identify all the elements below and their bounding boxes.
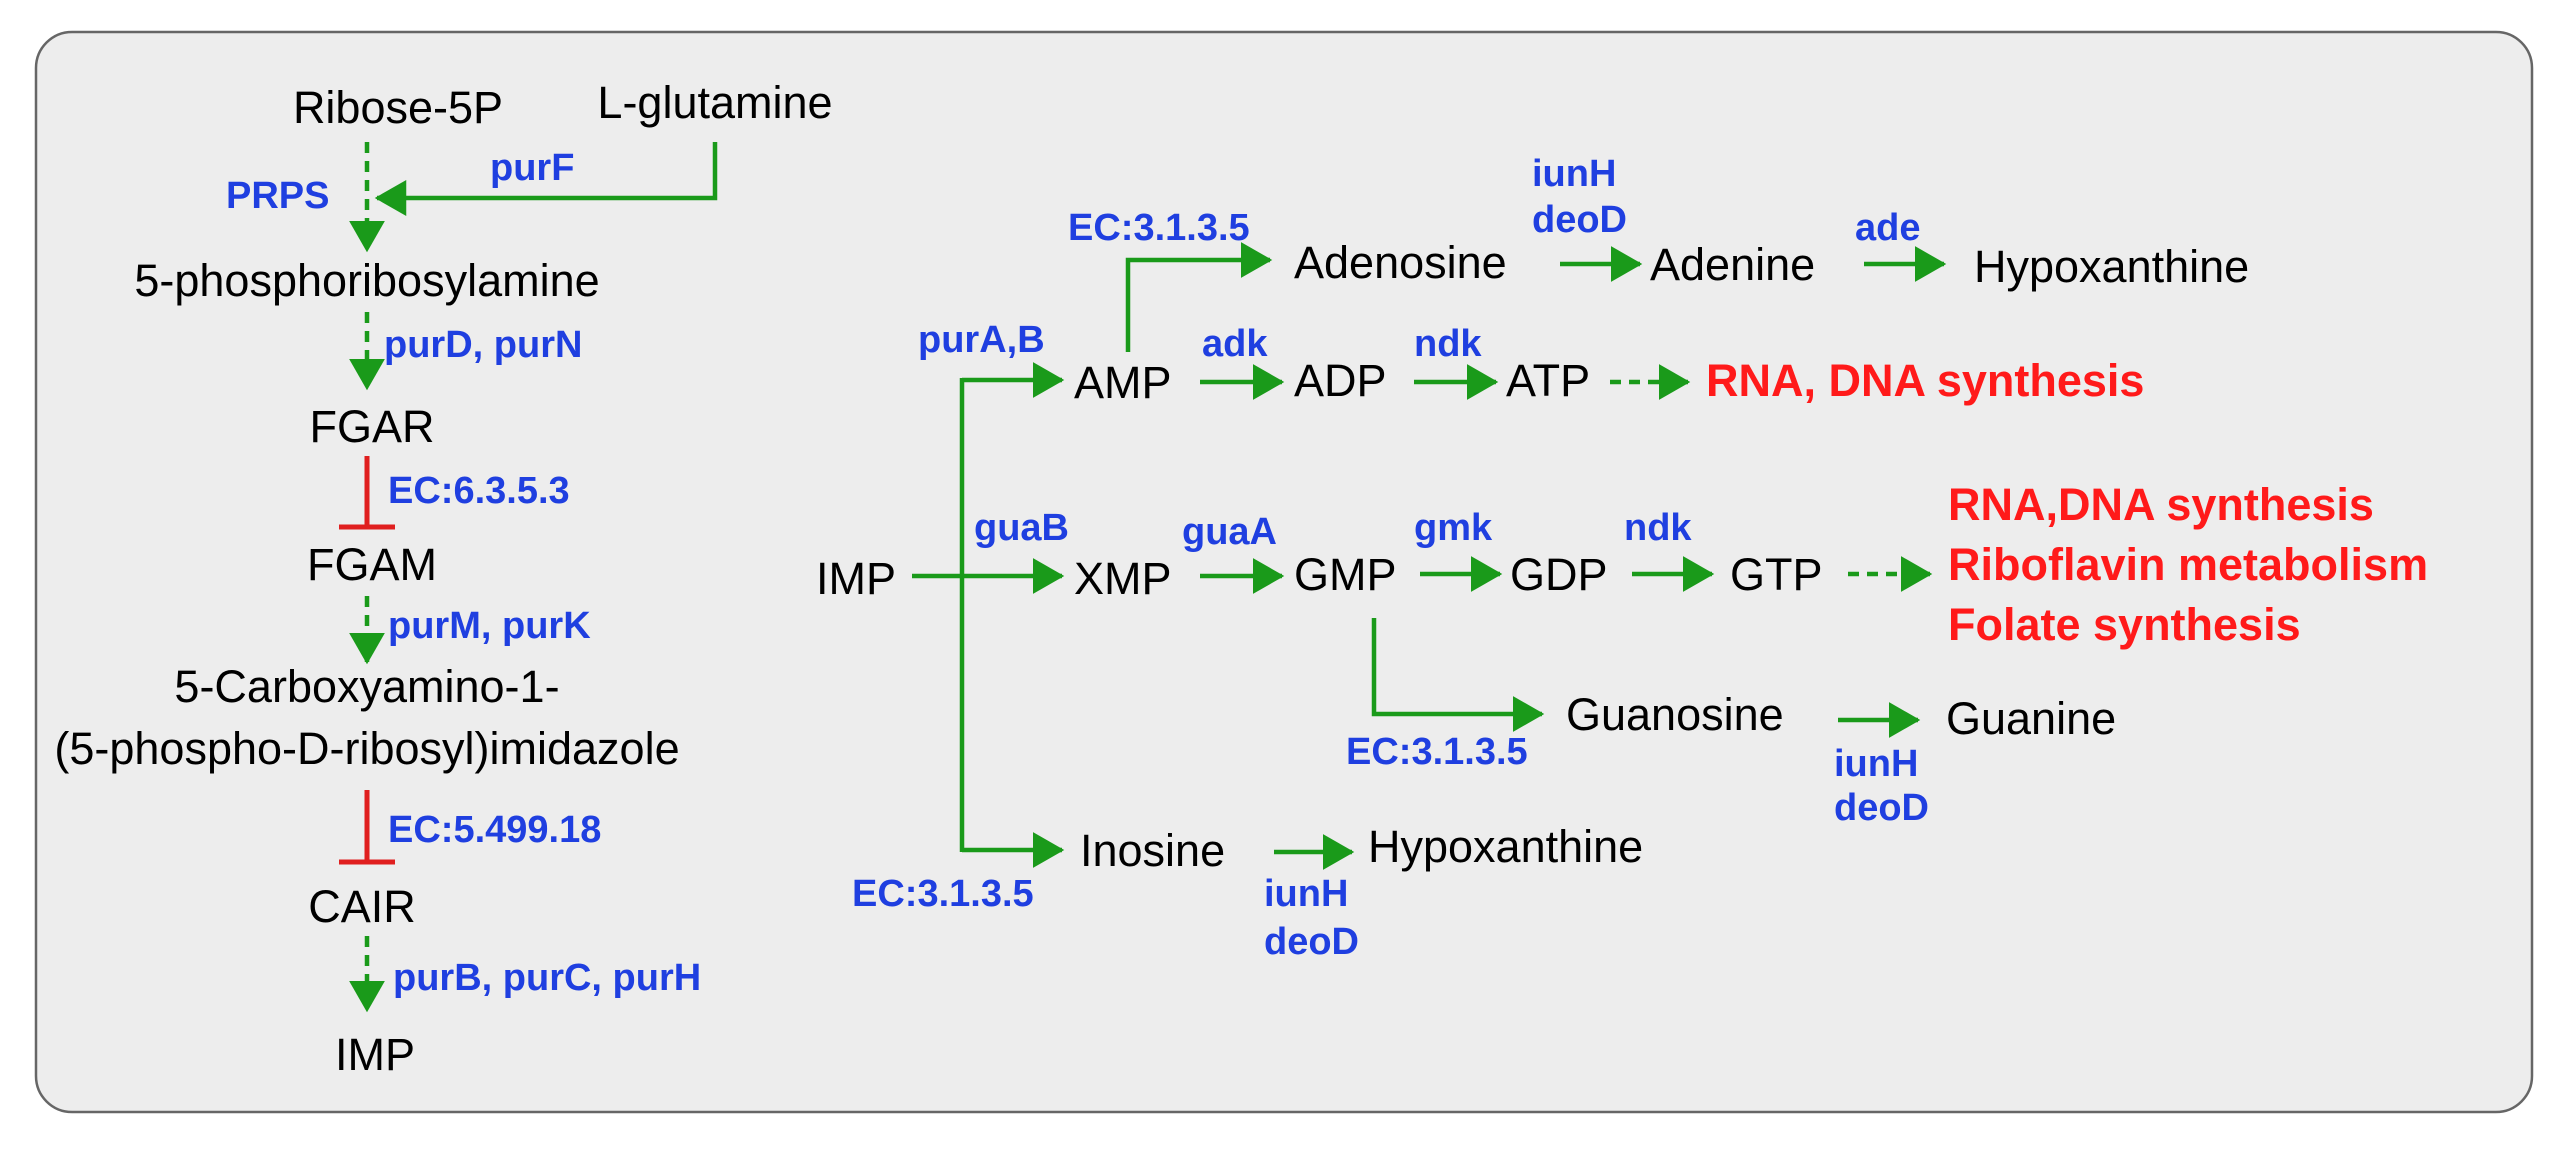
metabolite-fgam: FGAM [307,539,437,590]
amp-to-adenosine-arrow [1125,242,1273,352]
enzyme-deod-top: deoD [1532,199,1627,241]
metabolite-gtp: GTP [1730,549,1823,600]
enzyme-purm-purk: purM, purK [388,605,591,647]
metabolite-guanosine: Guanosine [1566,689,1784,740]
enzyme-ec-5-499-18: EC:5.499.18 [388,809,601,851]
de-novo-arrows [349,142,718,1013]
enzyme-deod-guanine: deoD [1834,787,1929,829]
enzyme-ec-3-1-3-5-adenosine: EC:3.1.3.5 [1068,207,1250,249]
outcome-rna-dna-synthesis-atp: RNA, DNA synthesis [1706,355,2144,406]
metabolite-inosine: Inosine [1080,825,1225,876]
enzyme-purf: purF [490,147,574,189]
enzyme-prps: PRPS [226,175,329,217]
metabolite-5-phosphoribosylamine: 5-phosphoribosylamine [134,255,599,306]
enzyme-adk: adk [1202,323,1268,365]
metabolite-imp: IMP [816,553,896,604]
enzyme-iunh-top: iunH [1532,153,1616,195]
enzyme-ade: ade [1855,207,1920,249]
enzyme-ndk-atp: ndk [1414,323,1482,365]
salvage-arrows [912,242,1947,870]
metabolite-guanine: Guanine [1946,693,2116,744]
glutamine-to-prpa-arrow [374,142,718,216]
metabolite-cair: CAIR [308,881,416,932]
metabolite-carboxyamino-line1: 5-Carboxyamino-1- [174,661,559,712]
metabolite-xmp: XMP [1074,553,1172,604]
enzyme-iunh-bottom: iunH [1264,873,1348,915]
enzyme-guaa: guaA [1182,511,1277,553]
enzyme-ec-3-1-3-5-inosine: EC:3.1.3.5 [852,873,1034,915]
enzyme-ndk-gtp: ndk [1624,507,1692,549]
metabolite-amp: AMP [1074,357,1172,408]
enzyme-purb-purc-purh: purB, purC, purH [393,957,701,999]
metabolite-adp: ADP [1294,355,1387,406]
enzyme-deod-bottom: deoD [1264,921,1359,963]
inhibition-bars [339,456,395,865]
metabolite-fgar: FGAR [309,401,434,452]
metabolite-l-glutamine: L-glutamine [597,77,832,128]
enzyme-pura-b: purA,B [918,319,1045,361]
gmp-to-guanosine-arrow [1371,618,1545,732]
enzyme-iunh-guanine: iunH [1834,743,1918,785]
metabolite-adenine: Adenine [1650,239,1815,290]
outcome-folate-synthesis: Folate synthesis [1948,599,2301,650]
enzyme-ec-6-3-5-3: EC:6.3.5.3 [388,470,570,512]
metabolite-carboxyamino-line2: (5-phospho-D-ribosyl)imidazole [54,723,679,774]
metabolite-gdp: GDP [1510,549,1608,600]
metabolite-ribose-5p: Ribose-5P [293,82,503,133]
metabolite-hypoxanthine-top: Hypoxanthine [1974,241,2249,292]
metabolite-atp: ATP [1506,355,1590,406]
metabolite-adenosine: Adenosine [1294,237,1507,288]
enzyme-ec-3-1-3-5-guanosine: EC:3.1.3.5 [1346,731,1528,773]
outcome-rna-dna-synthesis-gtp: RNA,DNA synthesis [1948,479,2374,530]
metabolite-gmp: GMP [1294,549,1397,600]
enzyme-purd-purn: purD, purN [384,324,582,366]
enzyme-guab: guaB [974,507,1069,549]
metabolite-hypoxanthine-bottom: Hypoxanthine [1368,821,1643,872]
enzyme-gmk: gmk [1414,507,1493,549]
metabolite-imp-left: IMP [335,1029,415,1080]
outcome-riboflavin-metabolism: Riboflavin metabolism [1948,539,2428,590]
